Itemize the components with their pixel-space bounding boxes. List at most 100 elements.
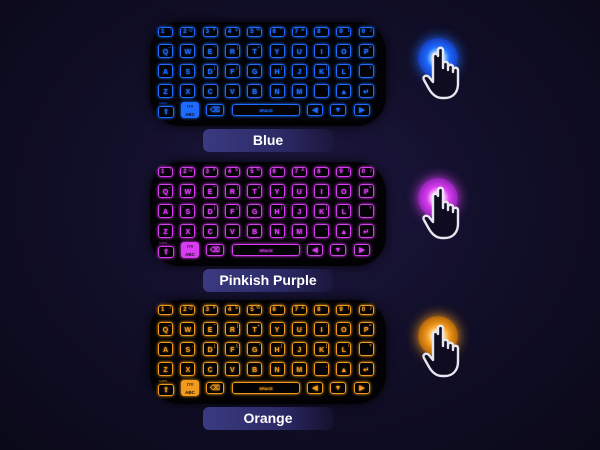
key-row-z-4[interactable]: B [247,362,263,376]
key-6[interactable]: ^6 [269,305,285,315]
shift-key[interactable]: ⇧ [158,246,174,258]
key-row-z-2[interactable]: C [202,362,218,376]
key-row-z-9[interactable]: ↵ [358,362,374,376]
key-row-q-6[interactable]: _U [291,44,307,58]
key-row-z-5[interactable]: N [269,224,285,238]
key-3[interactable]: #3 [202,27,218,37]
key-row-q-5[interactable]: -Y [269,44,285,58]
key-row-z-6[interactable]: M [291,84,307,98]
key-row-a-3[interactable]: {F [224,204,240,218]
key-9[interactable]: (9 [336,167,352,177]
key-row-z-4[interactable]: B [247,224,263,238]
key-row-z-3[interactable]: V [224,362,240,376]
key-row-z-9[interactable]: ↵ [358,224,374,238]
key-row-a-7[interactable]: ]K [314,204,330,218]
key-9[interactable]: (9 [336,27,352,37]
key-row-q-3[interactable]: |R [224,44,240,58]
key-row-a-9[interactable]: ? [358,64,374,78]
key-row-q-3[interactable]: |R [224,184,240,198]
key-row-q-9[interactable]: =P [358,184,374,198]
key-3[interactable]: #3 [202,167,218,177]
key-row-q-0[interactable]: ~Q [158,44,173,58]
key-row-q-5[interactable]: -Y [269,322,285,336]
key-2[interactable]: @2 [180,167,196,177]
key-row-a-4[interactable]: 'G [247,64,263,78]
space-key[interactable]: SPACE [232,382,300,394]
key-1[interactable]: !1 [158,167,173,177]
symbol-toggle-key[interactable]: !?#ABC [181,102,199,118]
key-9[interactable]: (9 [336,305,352,315]
key-row-q-7[interactable]: :I [314,44,330,58]
key-row-a-9[interactable]: ? [358,204,374,218]
key-6[interactable]: ^6 [269,27,285,37]
key-row-z-5[interactable]: N [269,362,285,376]
key-4[interactable]: $4 [224,27,240,37]
key-7[interactable]: &7 [291,167,307,177]
key-row-z-2[interactable]: C [202,224,218,238]
backspace-key[interactable]: ⌫ [206,382,224,394]
key-7[interactable]: &7 [291,305,307,315]
key-row-q-2[interactable]: "E [202,44,218,58]
key-row-a-1[interactable]: .S [180,342,196,356]
key-2[interactable]: @2 [180,27,196,37]
key-row-a-0[interactable]: A [158,342,173,356]
key-0[interactable]: )0 [358,305,374,315]
key-6[interactable]: ^6 [269,167,285,177]
key-1[interactable]: !1 [158,305,173,315]
key-row-a-8[interactable]: /L [336,64,352,78]
key-row-z-1[interactable]: X [180,224,196,238]
key-row-a-5[interactable]: }H [269,342,285,356]
key-row-a-4[interactable]: 'G [247,342,263,356]
key-row-a-4[interactable]: 'G [247,204,263,218]
key-row-q-7[interactable]: :I [314,322,330,336]
key-row-z-7[interactable]: , [314,84,330,98]
symbol-toggle-key[interactable]: !?#ABC [181,380,199,396]
key-5[interactable]: %5 [247,167,263,177]
backspace-key[interactable]: ⌫ [206,244,224,256]
key-row-a-0[interactable]: A [158,204,173,218]
key-row-z-0[interactable]: Z [158,362,173,376]
key-row-z-6[interactable]: M [291,224,307,238]
backspace-key[interactable]: ⌫ [206,104,224,116]
key-5[interactable]: %5 [247,27,263,37]
key-row-q-6[interactable]: _U [291,322,307,336]
key-8[interactable]: *8 [314,305,330,315]
key-row-a-6[interactable]: ;J [291,64,307,78]
key-row-q-0[interactable]: ~Q [158,322,173,336]
key-row-z-4[interactable]: B [247,84,263,98]
key-row-z-1[interactable]: X [180,84,196,98]
arrow-left-key[interactable]: ◀ [307,104,323,116]
key-row-z-5[interactable]: N [269,84,285,98]
key-8[interactable]: *8 [314,27,330,37]
key-row-a-8[interactable]: /L [336,342,352,356]
key-row-z-2[interactable]: C [202,84,218,98]
key-row-q-1[interactable]: W [180,322,196,336]
key-row-a-2[interactable]: [D [202,342,218,356]
key-row-a-0[interactable]: A [158,64,173,78]
arrow-left-key[interactable]: ◀ [307,244,323,256]
key-2[interactable]: @2 [180,305,196,315]
key-row-q-3[interactable]: |R [224,322,240,336]
key-row-q-7[interactable]: :I [314,184,330,198]
key-4[interactable]: $4 [224,305,240,315]
arrow-right-key[interactable]: ▶ [354,382,370,394]
key-row-z-8[interactable]: ▲ [336,224,352,238]
key-row-z-9[interactable]: ↵ [358,84,374,98]
arrow-down-key[interactable]: ▼ [330,382,346,394]
key-0[interactable]: )0 [358,167,374,177]
key-row-a-2[interactable]: [D [202,204,218,218]
key-row-z-3[interactable]: V [224,84,240,98]
key-row-a-6[interactable]: ;J [291,204,307,218]
key-0[interactable]: )0 [358,27,374,37]
shift-key[interactable]: ⇧ [158,106,174,118]
key-7[interactable]: &7 [291,27,307,37]
key-row-z-6[interactable]: M [291,362,307,376]
key-row-a-9[interactable]: ? [358,342,374,356]
key-row-a-1[interactable]: .S [180,64,196,78]
key-1[interactable]: !1 [158,27,173,37]
key-row-a-7[interactable]: ]K [314,342,330,356]
key-row-q-1[interactable]: W [180,184,196,198]
key-row-z-8[interactable]: ▲ [336,84,352,98]
key-row-a-3[interactable]: {F [224,342,240,356]
shift-key[interactable]: ⇧ [158,384,174,396]
